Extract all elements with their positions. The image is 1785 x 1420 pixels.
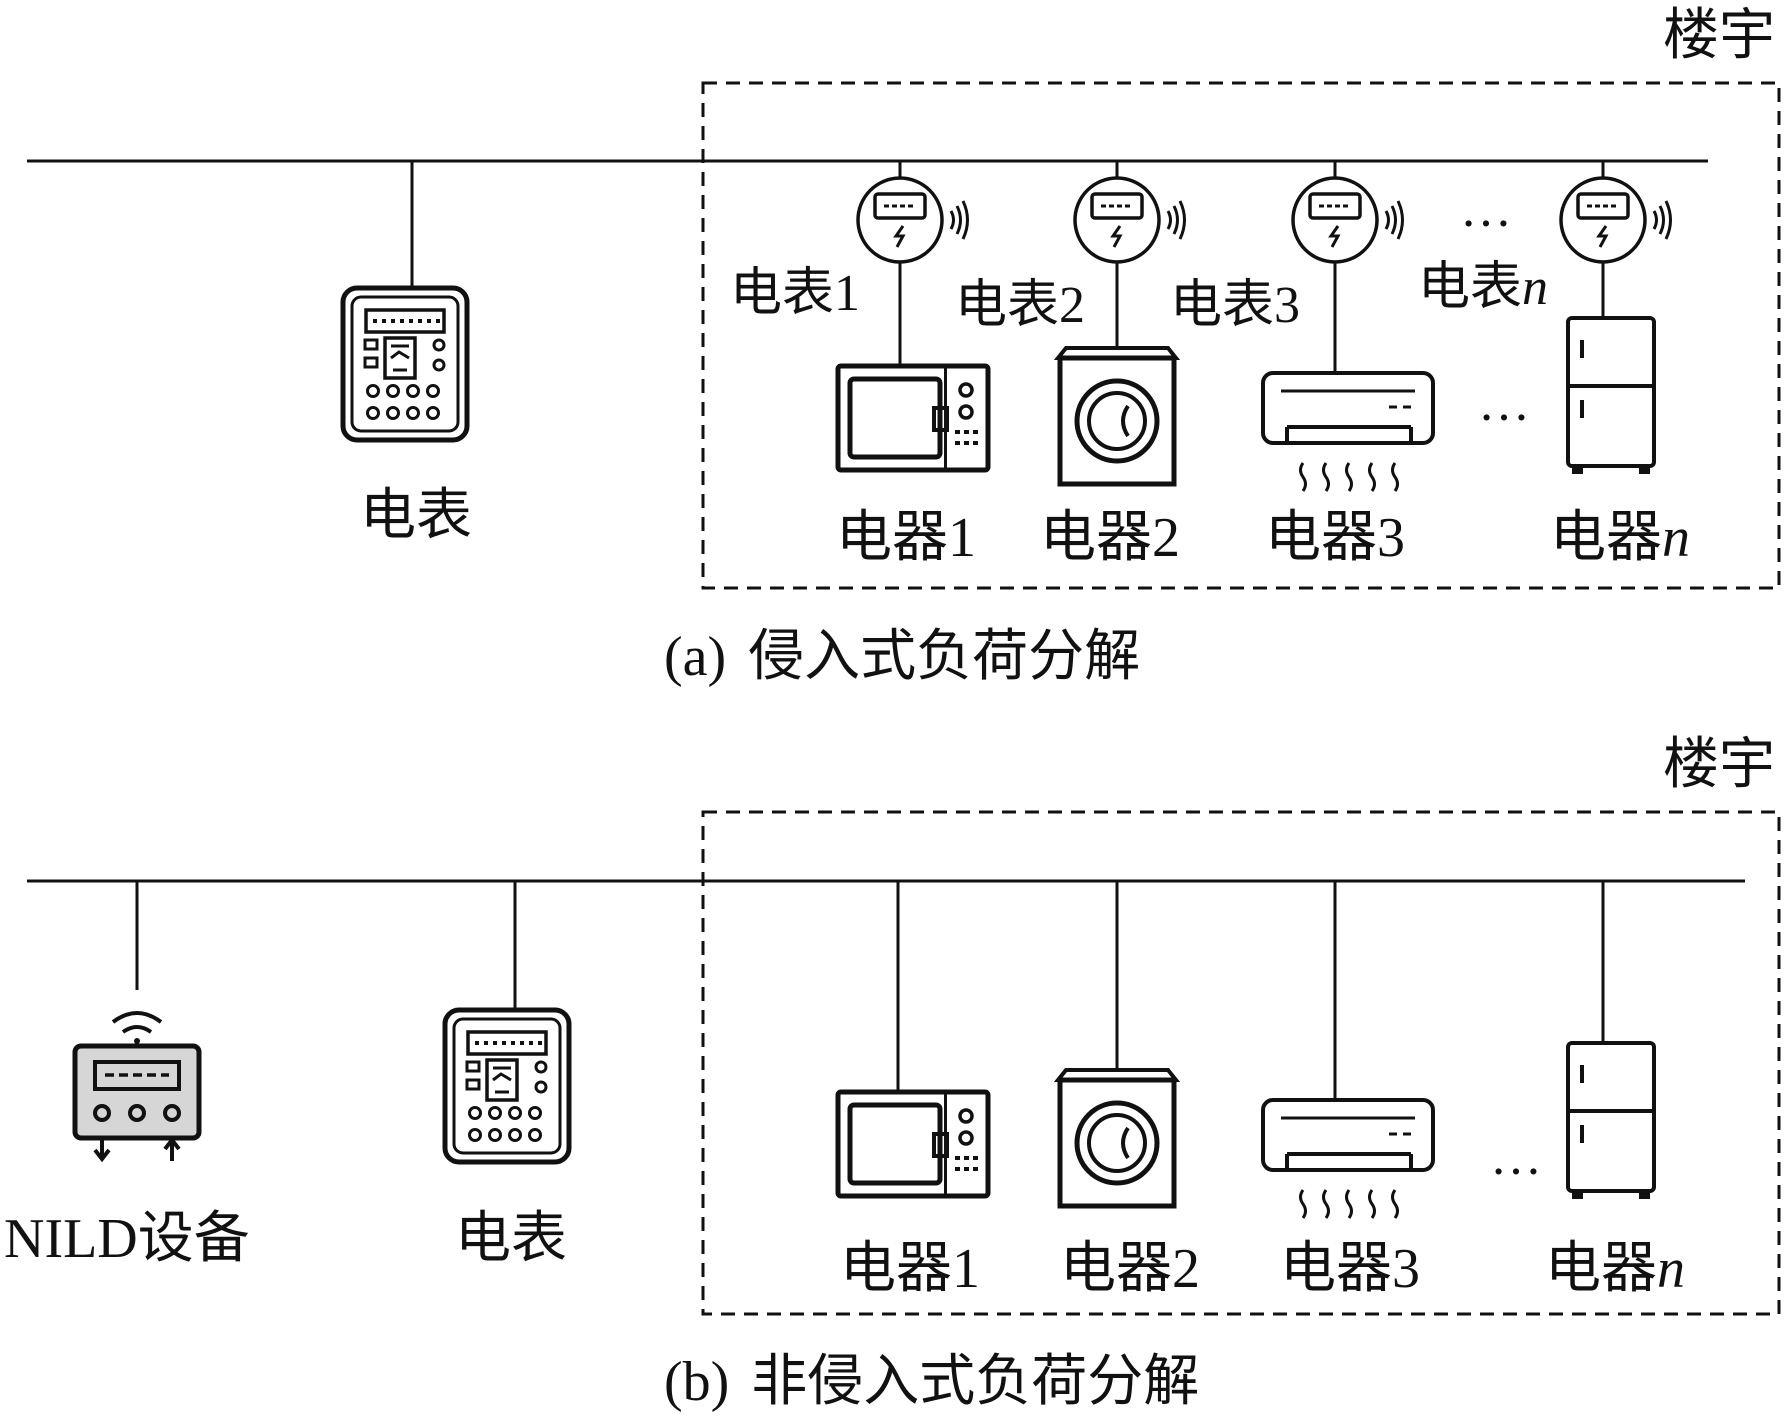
caption-b: (b)非侵入式负荷分解 [664, 1351, 1199, 1413]
submeter-label-2: 电表2 [955, 277, 1085, 334]
refrigerator-icon [1566, 1041, 1656, 1201]
microwave-icon [838, 1092, 988, 1196]
appliance-label-3: 电器3 [1265, 507, 1405, 569]
panel-b: 楼宇 NILD设备 电表 … 电器1 电器2 电器3 电器n (b)非侵入式负荷… [4, 734, 1781, 1413]
building-boundary-a [701, 81, 1781, 590]
nild-device-icon [75, 1013, 199, 1161]
building-label-b: 楼宇 [1663, 734, 1775, 796]
air-conditioner-icon [1261, 371, 1435, 493]
branch-wires-b [896, 881, 1605, 1100]
appliance-label-1: 电器1 [836, 507, 976, 569]
air-conditioner-icon [1261, 1098, 1435, 1220]
appliance-label-2: 电器2 [1040, 507, 1180, 569]
electric-meter-icon [343, 288, 467, 440]
building-label-a: 楼宇 [1663, 5, 1775, 67]
refrigerator-icon [1566, 316, 1656, 476]
washing-machine-icon [1058, 1070, 1176, 1206]
main-meter-label-b: 电表 [455, 1208, 567, 1270]
ellipsis-meters-a: … [1460, 181, 1512, 238]
appliance-label-n: 电器n [1550, 507, 1690, 569]
submeter-label-3: 电表3 [1170, 277, 1300, 334]
building-boundary-b [701, 810, 1781, 1316]
ellipsis-appliances-a: … [1478, 375, 1530, 432]
washing-machine-icon [1058, 348, 1176, 484]
ellipsis-appliances-b: … [1490, 1129, 1542, 1186]
microwave-icon [838, 366, 988, 470]
appliance-label-3: 电器3 [1280, 1238, 1420, 1300]
electric-meter-icon [445, 1010, 569, 1162]
caption-a: (a)侵入式负荷分解 [664, 626, 1140, 688]
appliance-label-2: 电器2 [1060, 1238, 1200, 1300]
panel-a: 楼宇 电表 … 电表1 电表2 电表3 电表n … [27, 5, 1781, 688]
smart-meter-icon [1073, 176, 1187, 264]
appliance-label-1: 电器1 [840, 1238, 980, 1300]
main-meter-label-a: 电表 [360, 485, 472, 547]
smart-meter-icon [1559, 176, 1673, 264]
nild-label: NILD设备 [4, 1208, 250, 1270]
smart-meter-icon [1291, 176, 1405, 264]
appliance-label-n: 电器n [1545, 1238, 1685, 1300]
smart-meter-icon [856, 176, 970, 264]
submeter-label-n: 电表n [1418, 259, 1548, 316]
submeter-label-1: 电表1 [730, 265, 860, 322]
